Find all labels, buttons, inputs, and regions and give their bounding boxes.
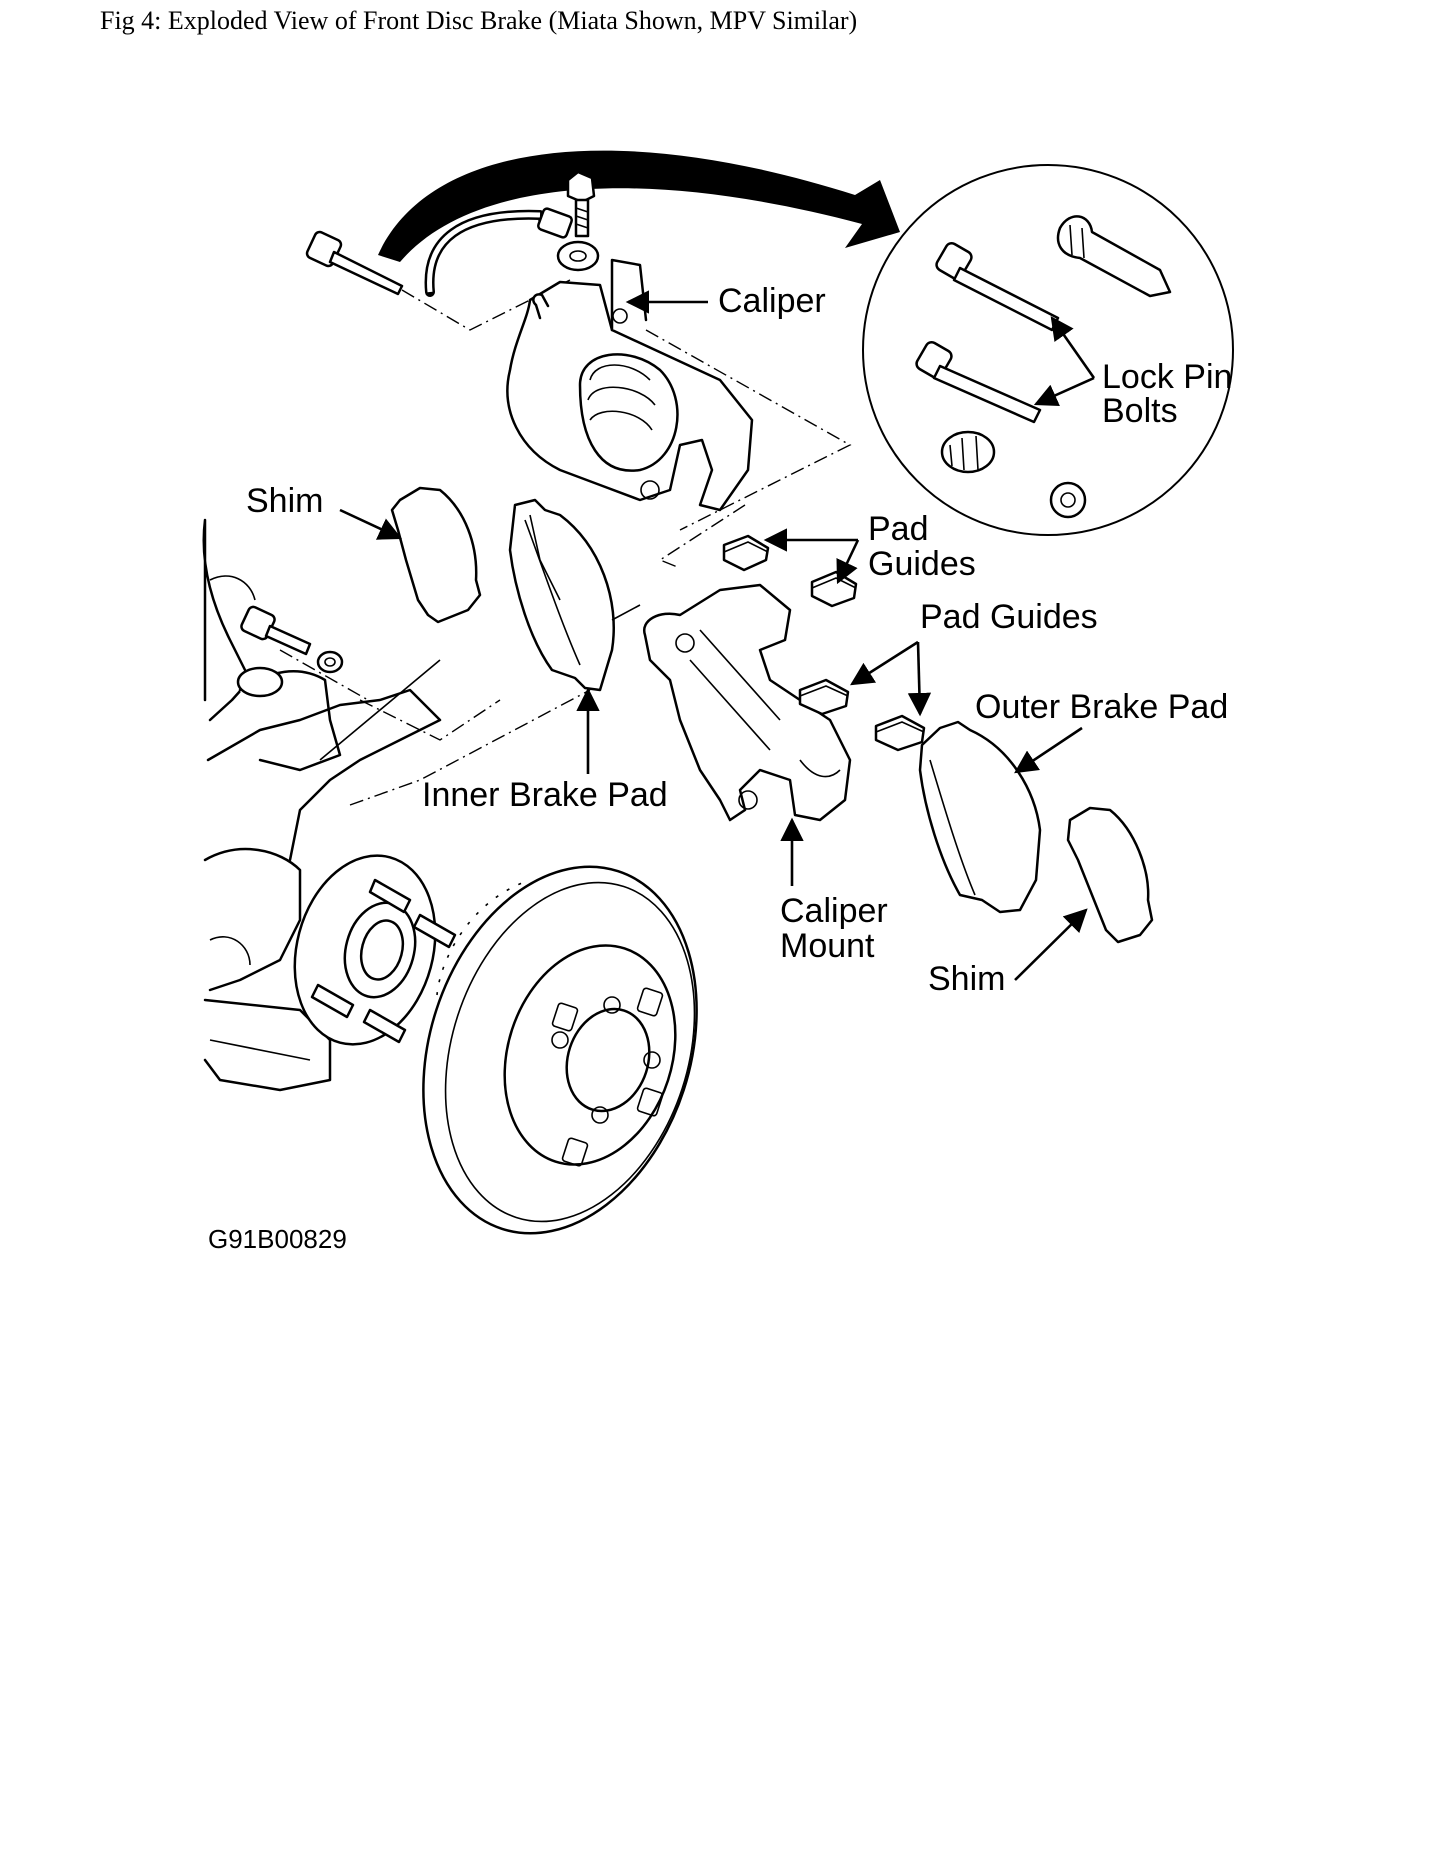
steering-knuckle — [202, 518, 442, 1092]
label-inner-brake-pad: Inner Brake Pad — [422, 776, 668, 814]
label-caliper: Caliper — [718, 282, 826, 320]
label-lock-pin-line1: Lock Pin — [1102, 358, 1232, 396]
caliper-body — [506, 258, 754, 512]
brake-rotor — [422, 865, 698, 1235]
wheel-hub — [293, 854, 457, 1046]
wheel-stud-2 — [412, 913, 457, 949]
pin-boot-lower — [940, 430, 996, 474]
label-caliper-mount-line2: Mount — [780, 927, 875, 965]
figure-code: G91B00829 — [208, 1224, 347, 1254]
caliper-bolt — [305, 230, 404, 296]
outer-brake-pad — [918, 720, 1042, 914]
label-pad-guides-upper-line1: Pad — [868, 510, 929, 548]
label-shim-left: Shim — [246, 482, 323, 520]
figure-caption: Fig 4: Exploded View of Front Disc Brake… — [100, 6, 858, 35]
label-pad-guides-upper-line2: Guides — [868, 545, 976, 583]
wheel-stud-3 — [310, 983, 355, 1019]
wheel-stud-4 — [362, 1008, 407, 1044]
label-outer-brake-pad: Outer Brake Pad — [975, 688, 1228, 726]
lock-pin-bolt-lower — [915, 340, 1042, 424]
label-caliper-mount-line1: Caliper — [780, 892, 888, 930]
shim-right — [1066, 806, 1154, 944]
lock-pin-detail-circle — [862, 164, 1234, 536]
pin-boot-upper — [1056, 215, 1172, 298]
inner-brake-pad — [508, 498, 615, 692]
label-lock-pin-line2: Bolts — [1102, 392, 1178, 430]
lock-pin-bolt-upper — [935, 241, 1060, 332]
pad-guide-lower-2 — [874, 714, 926, 752]
banjo-bolt — [566, 170, 596, 238]
knuckle-bolt — [240, 605, 344, 674]
curved-arrow — [378, 150, 900, 262]
bushing — [1049, 481, 1087, 519]
label-shim-right: Shim — [928, 960, 1005, 998]
brake-hose — [424, 207, 600, 297]
caliper-mount — [643, 583, 852, 822]
pad-guide-upper-1 — [722, 534, 770, 572]
pad-guide-upper-2 — [810, 570, 858, 608]
label-pad-guides-lower: Pad Guides — [920, 598, 1098, 636]
shim-left — [390, 486, 482, 624]
wheel-stud-1 — [368, 878, 412, 914]
pad-guide-lower-1 — [798, 678, 850, 716]
leader-arrows — [339, 290, 1096, 981]
